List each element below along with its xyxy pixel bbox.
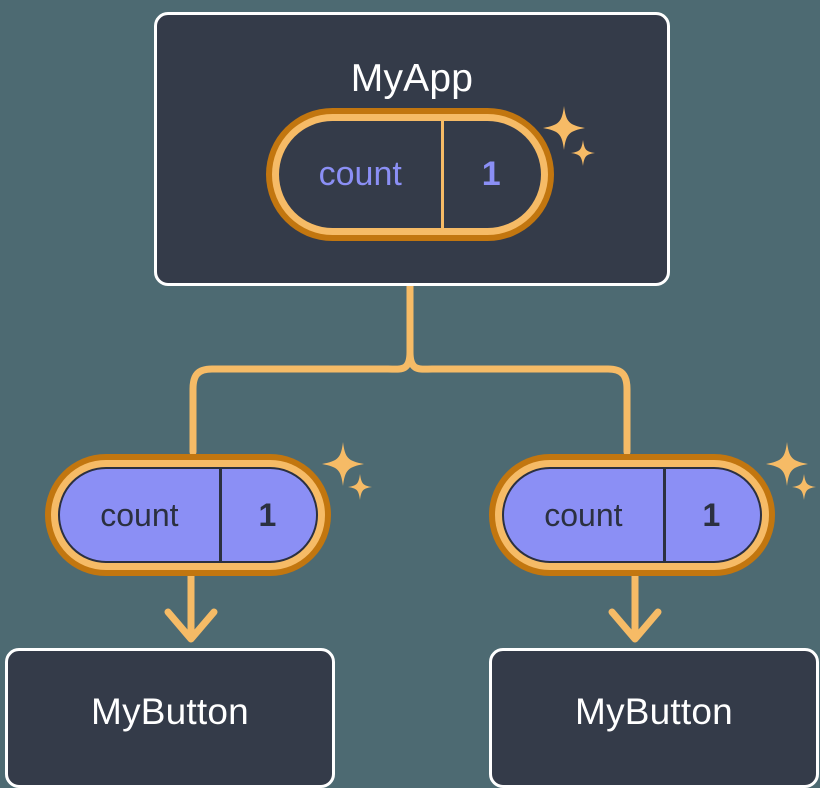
state-key: count [100, 496, 179, 533]
component-card-mybutton-left[interactable]: MyButton [5, 648, 335, 788]
state-to-component-arrow [608, 572, 662, 643]
state-value: 1 [481, 155, 501, 193]
state-pill-body: count 1 [58, 467, 318, 563]
state-key: count [318, 155, 402, 193]
state-to-component-arrow [164, 572, 218, 643]
state-pill-ring: count 1 [495, 460, 769, 570]
state-pill-divider [218, 469, 222, 561]
state-pill-ring: count 1 [51, 460, 325, 570]
state-pill-ring: count 1 [272, 114, 548, 235]
page-title: MyApp [350, 57, 474, 100]
state-pill-body: count 1 [502, 467, 762, 563]
state-pill-divider [662, 469, 666, 561]
component-card-mybutton-right[interactable]: MyButton [489, 648, 819, 788]
component-label: MyButton [575, 691, 733, 732]
diagram-canvas: MyApp count 1 count 1 MyButton [5, 12, 819, 788]
state-value: 1 [258, 496, 277, 533]
root-to-children-trunk [189, 282, 631, 456]
state-pill-child-right[interactable]: count 1 [489, 454, 775, 576]
state-pill-child-left[interactable]: count 1 [45, 454, 331, 576]
state-value: 1 [702, 496, 721, 533]
component-label: MyButton [91, 691, 249, 732]
state-pill-body: count 1 [279, 121, 541, 228]
state-pill-root[interactable]: count 1 [266, 108, 554, 241]
state-key: count [544, 496, 623, 533]
state-pill-divider [441, 121, 445, 228]
